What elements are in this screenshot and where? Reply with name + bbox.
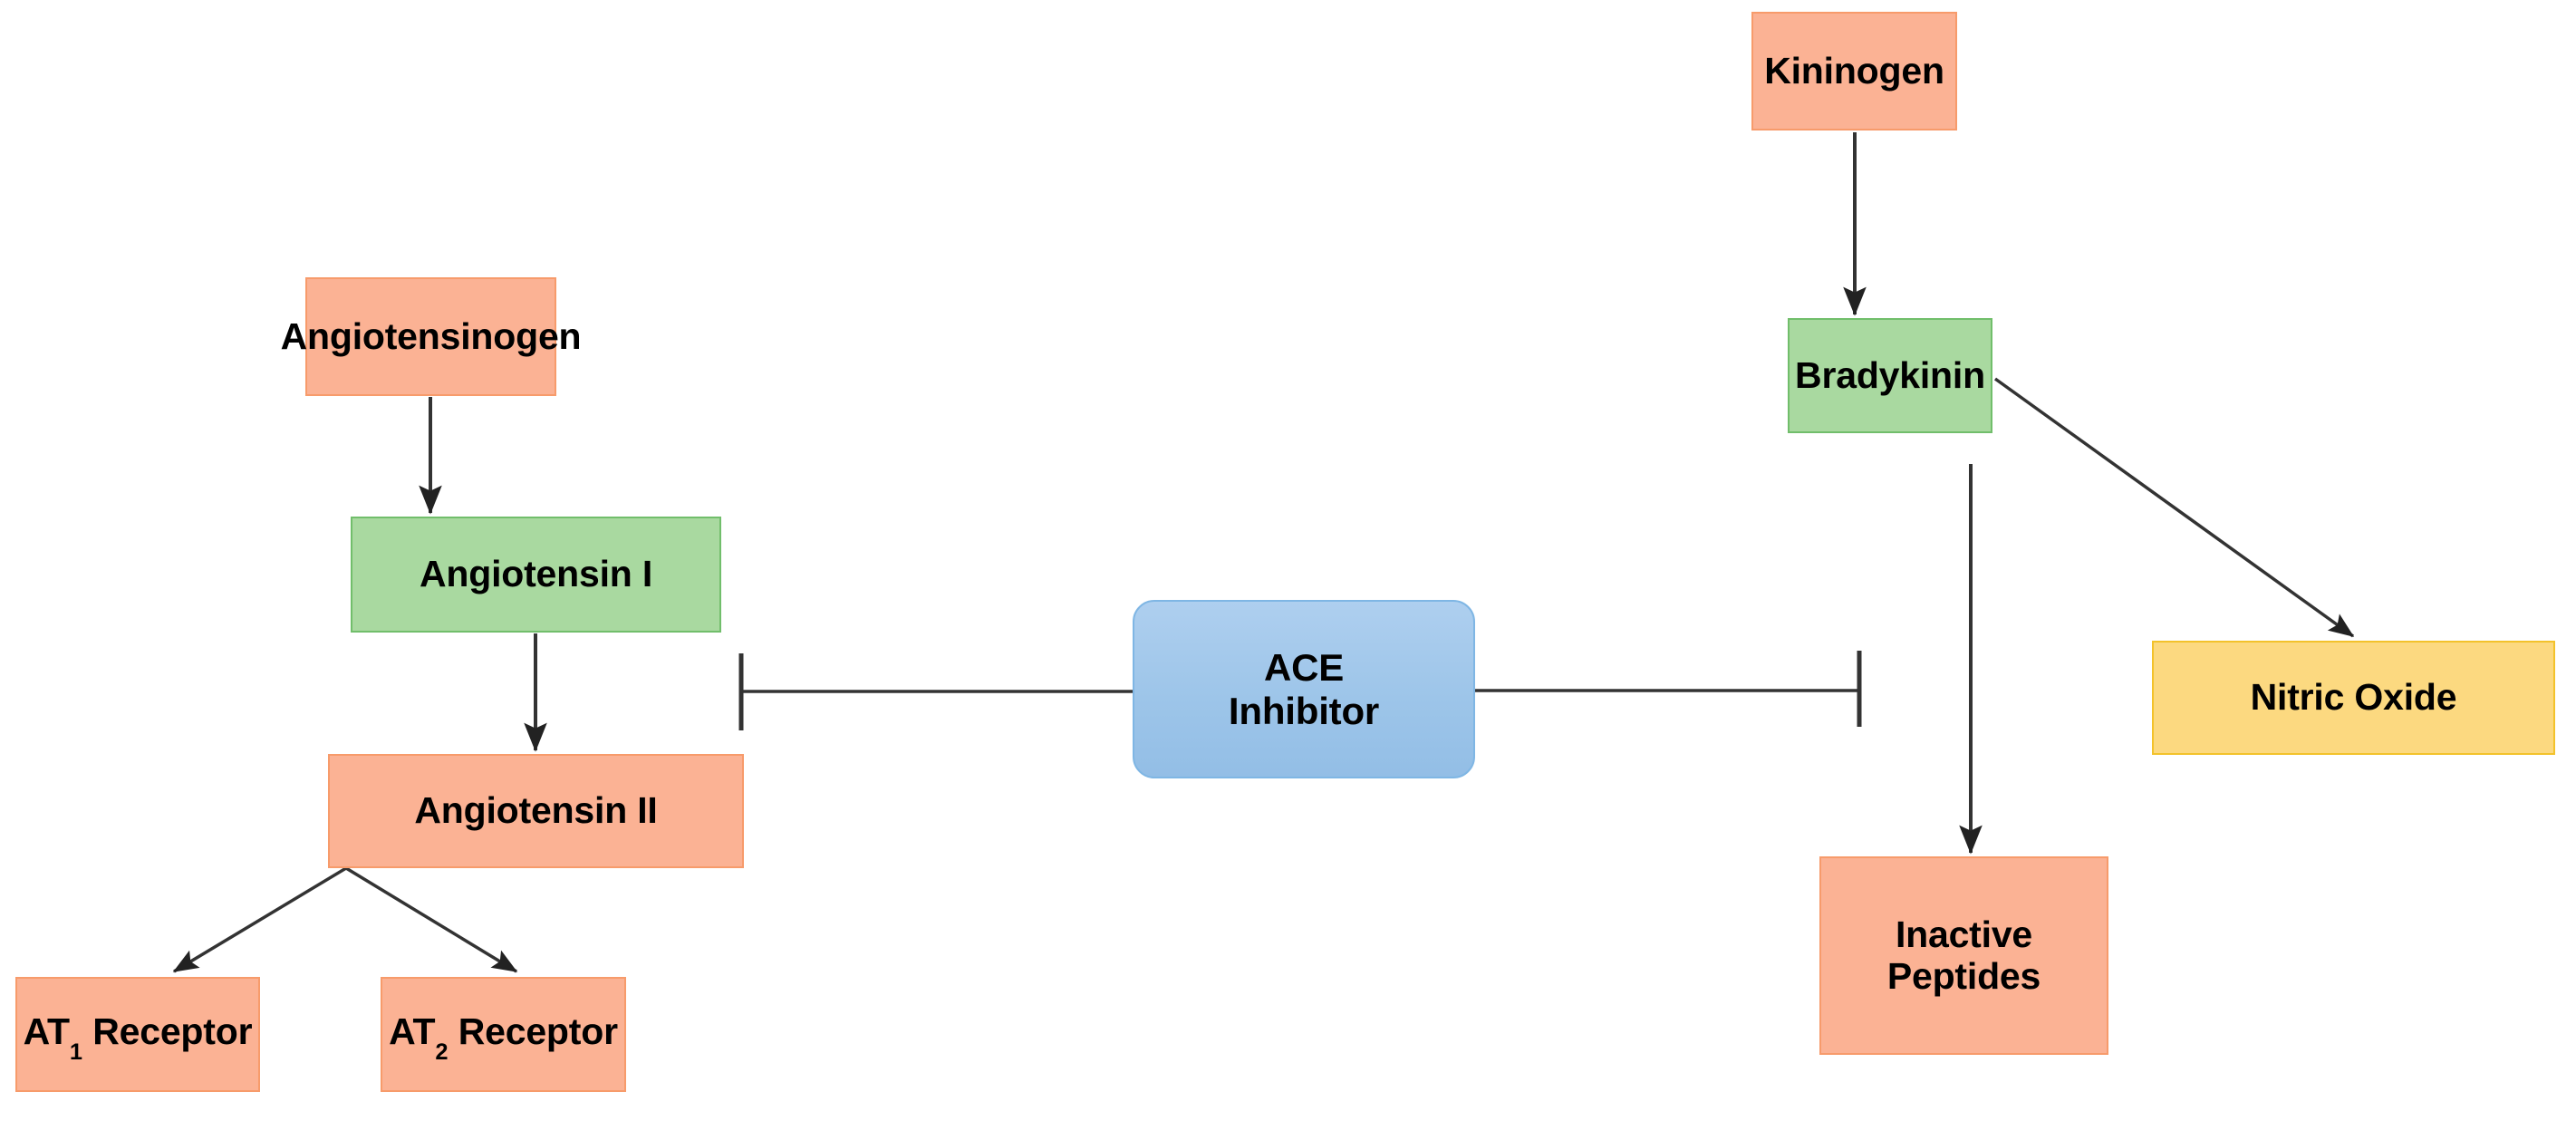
node-ace-inhibitor-label: ACE Inhibitor xyxy=(1229,646,1379,731)
node-angiotensin-ii[interactable]: Angiotensin II xyxy=(328,754,744,868)
node-kininogen[interactable]: Kininogen xyxy=(1751,12,1957,130)
node-angiotensinogen-label: Angiotensinogen xyxy=(280,314,582,357)
node-angiotensinogen[interactable]: Angiotensinogen xyxy=(281,277,582,396)
inactive-peptides-line-1: Inactive xyxy=(1895,913,2033,955)
node-angiotensin-i[interactable]: Angiotensin I xyxy=(351,517,721,633)
edge-bradykinin-to-nitric-oxide xyxy=(1993,377,2355,638)
node-at1-receptor[interactable]: AT1 Receptor xyxy=(15,977,260,1092)
at2-rest: Receptor xyxy=(448,1010,618,1052)
at2-subscript: 2 xyxy=(435,1039,449,1065)
at1-base: AT xyxy=(23,1010,70,1052)
edge-angiotensin2-to-at2 xyxy=(345,866,518,973)
node-bradykinin[interactable]: Bradykinin xyxy=(1788,318,1992,433)
inactive-peptides-line-2: Peptides xyxy=(1886,954,2041,997)
node-inactive-peptides-label: Inactive Peptides xyxy=(1886,913,2041,998)
node-at1-receptor-label: AT1 Receptor xyxy=(23,1010,253,1065)
node-nitric-oxide[interactable]: Nitric Oxide xyxy=(2152,641,2555,755)
node-nitric-oxide-label: Nitric Oxide xyxy=(2250,676,2457,719)
node-at2-receptor[interactable]: AT2 Receptor xyxy=(381,977,626,1092)
node-angiotensin-ii-label: Angiotensin II xyxy=(414,789,658,832)
edge-aceinhibitor-blocks-bradykinin-degradation xyxy=(1475,651,1862,727)
node-bradykinin-label: Bradykinin xyxy=(1795,353,1985,396)
at1-rest: Receptor xyxy=(82,1010,253,1052)
at1-subscript: 1 xyxy=(69,1039,83,1065)
node-at2-receptor-label: AT2 Receptor xyxy=(389,1010,618,1065)
ace-inhibitor-line-2: Inhibitor xyxy=(1228,689,1380,732)
at2-base: AT xyxy=(389,1010,436,1052)
node-inactive-peptides[interactable]: Inactive Peptides xyxy=(1819,856,2108,1055)
edge-angiotensin2-to-at1 xyxy=(172,866,347,973)
ace-inhibitor-line-1: ACE xyxy=(1263,646,1345,690)
node-angiotensin-i-label: Angiotensin I xyxy=(419,553,653,595)
node-kininogen-label: Kininogen xyxy=(1764,49,1944,92)
node-ace-inhibitor[interactable]: ACE Inhibitor xyxy=(1133,600,1475,778)
edge-aceinhibitor-blocks-angiotensin-conversion xyxy=(738,653,1133,730)
